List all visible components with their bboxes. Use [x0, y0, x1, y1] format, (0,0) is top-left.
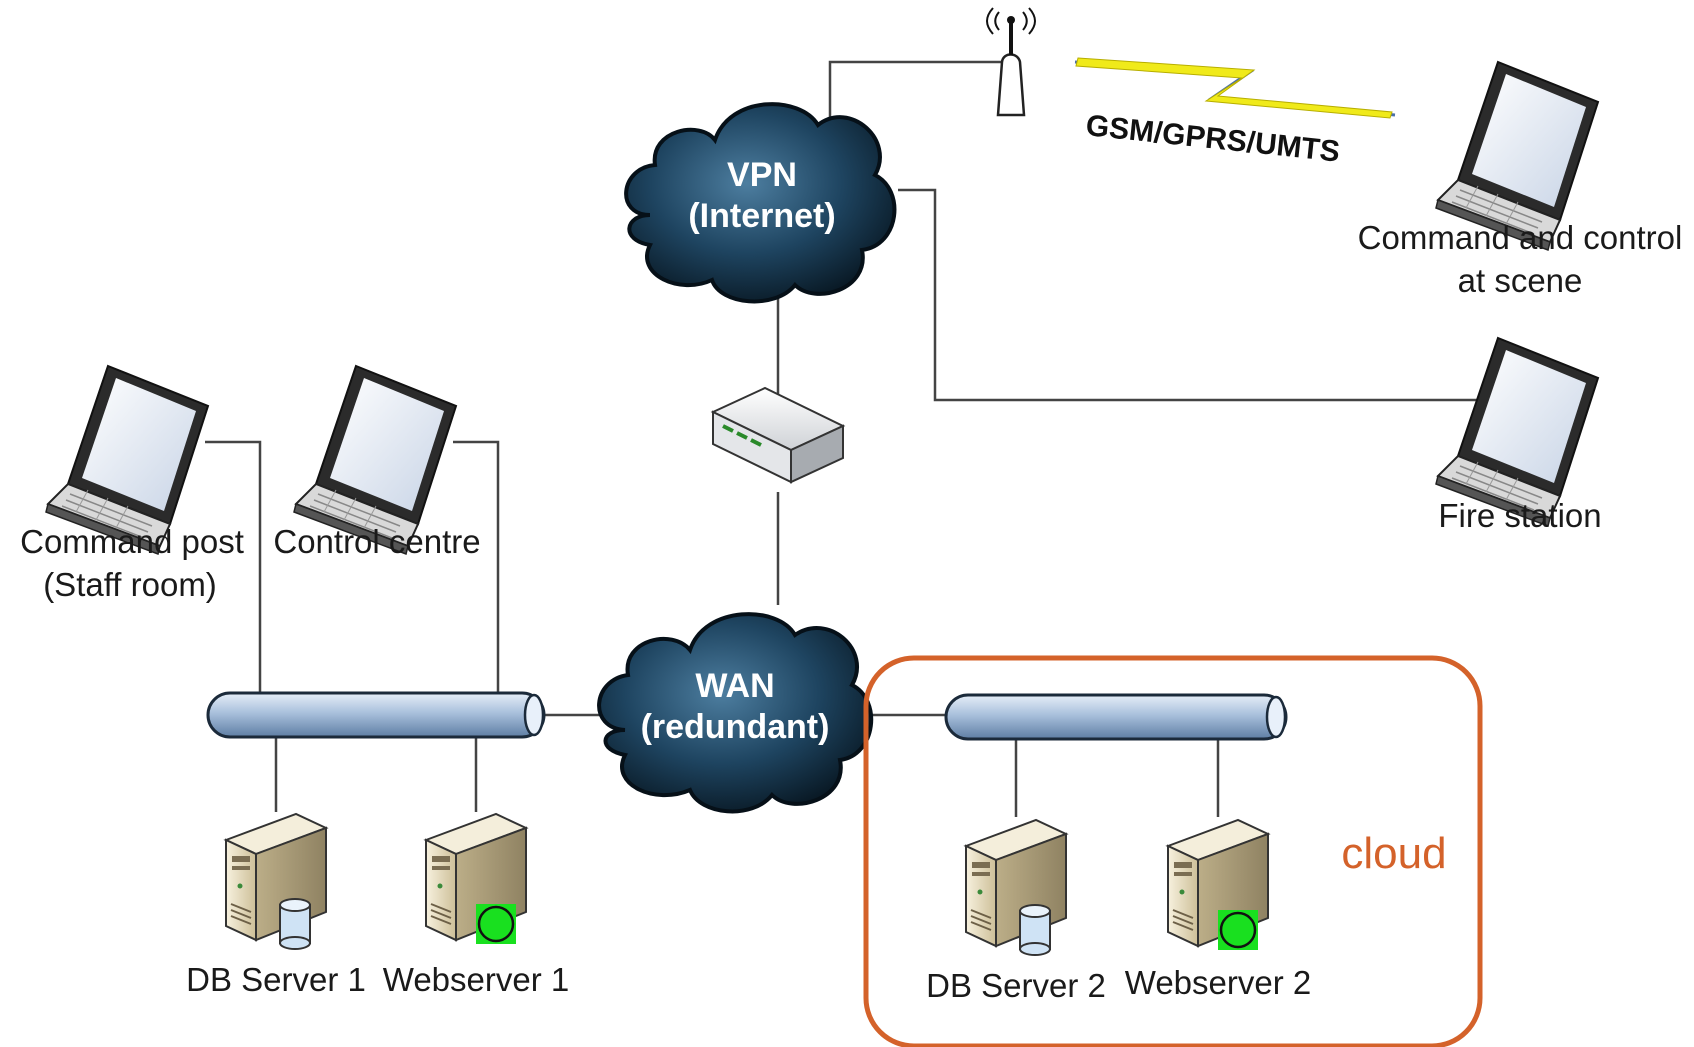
wireless-link-icon: GSM/GPRS/UMTS [1074, 57, 1396, 169]
db-server-1: DB Server 1 [186, 813, 366, 998]
laptop-post-label-line1: Command post [20, 523, 244, 560]
router-icon [710, 386, 846, 484]
web-server-2: Webserver 2 [1125, 819, 1311, 1001]
laptop-scene: Command and control at scene [1358, 61, 1683, 299]
laptop-scene-label-line2: at scene [1458, 262, 1583, 299]
laptop-scene-label-line1: Command and control [1358, 219, 1683, 256]
laptop-command-post: Command post (Staff room) [20, 365, 244, 603]
connection-lines [205, 60, 1485, 817]
web-server-2-label: Webserver 2 [1125, 964, 1311, 1001]
vpn-cloud-title: VPN [727, 156, 797, 194]
db-server-2: DB Server 2 [926, 819, 1106, 1004]
web-server-1-label: Webserver 1 [383, 961, 569, 998]
cloud-region-label: cloud [1341, 829, 1446, 878]
laptop-fire-station: Fire station [1435, 337, 1602, 534]
laptop-centre-label: Control centre [273, 523, 480, 560]
antenna-icon [986, 7, 1036, 117]
vpn-cloud-icon: VPN (Internet) [624, 102, 897, 304]
db-server-1-label: DB Server 1 [186, 961, 366, 998]
web-indicator-icon [476, 904, 516, 944]
gsm-label: GSM/GPRS/UMTS [1084, 109, 1341, 168]
wan-cloud-title: WAN [695, 667, 774, 705]
right-network-bus [944, 693, 1288, 741]
web-indicator-icon [1218, 910, 1258, 950]
left-network-bus [206, 691, 546, 739]
database-icon [1019, 904, 1051, 956]
web-server-1: Webserver 1 [383, 813, 569, 998]
wan-cloud-subtitle: (redundant) [641, 708, 830, 746]
laptop-post-label-line2: (Staff room) [43, 566, 217, 603]
vpn-cloud-subtitle: (Internet) [688, 197, 835, 235]
database-icon [279, 898, 311, 950]
cloud-region: cloud [863, 655, 1483, 1047]
laptop-fire-label: Fire station [1438, 497, 1601, 534]
laptop-control-centre: Control centre [273, 365, 481, 560]
db-server-2-label: DB Server 2 [926, 967, 1106, 1004]
wan-cloud-icon: WAN (redundant) [597, 612, 874, 814]
